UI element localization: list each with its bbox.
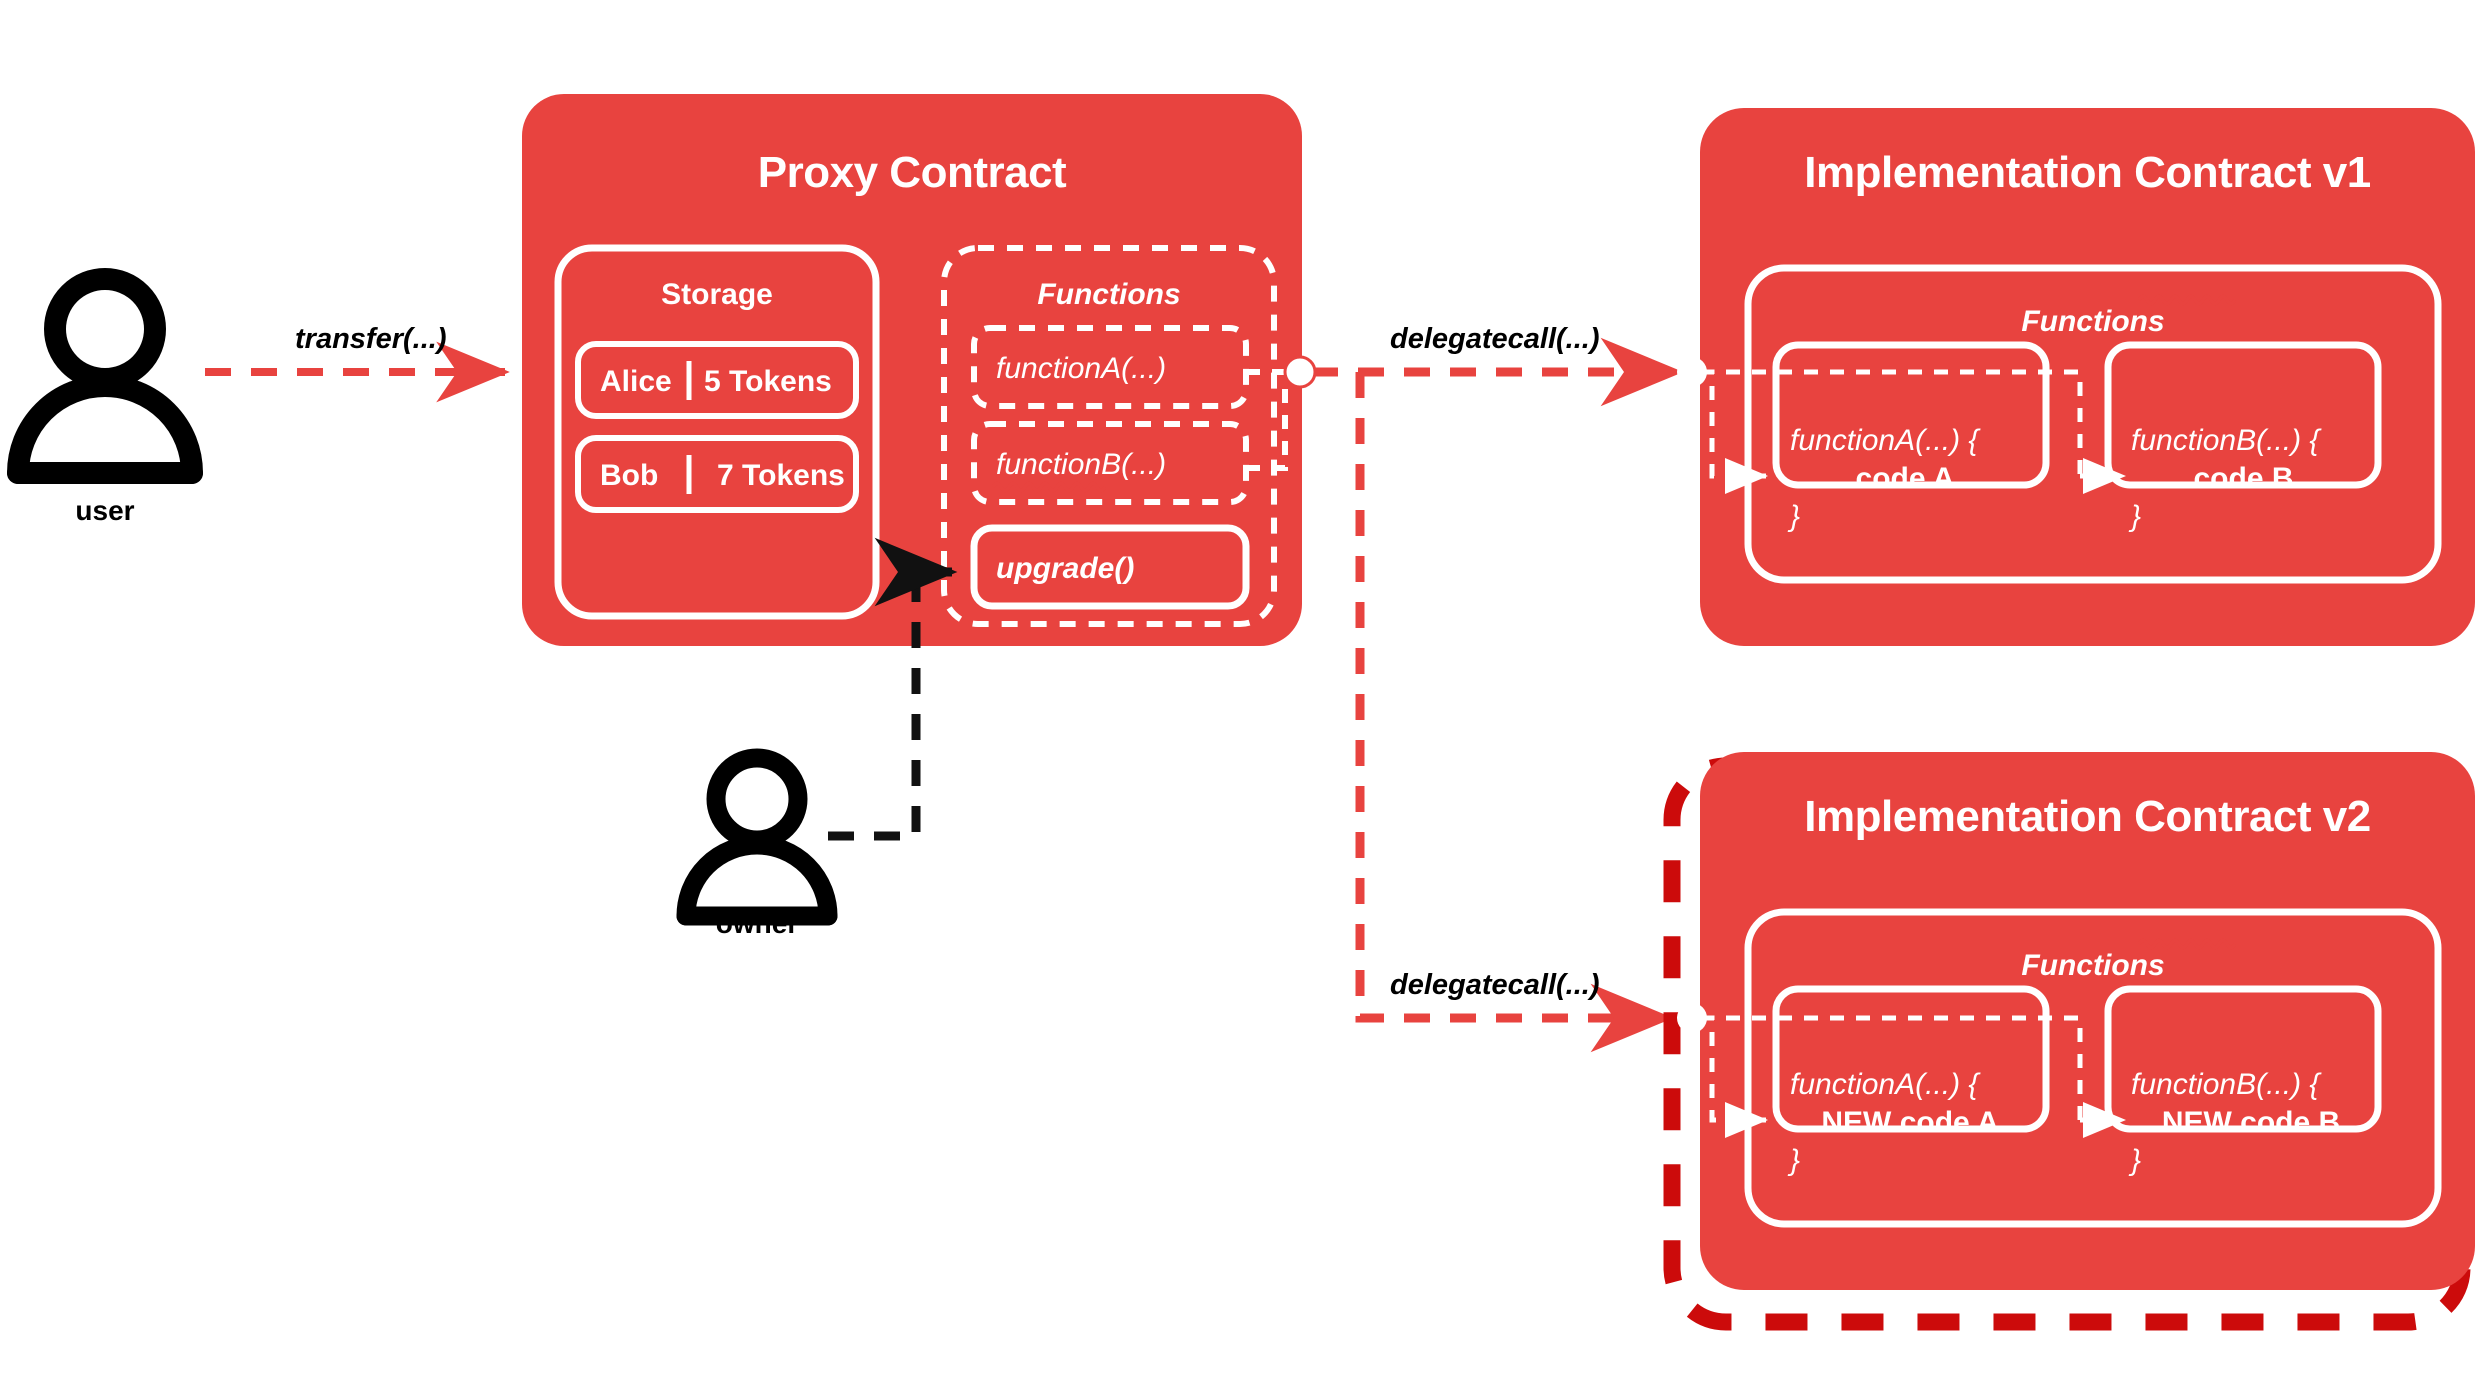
impl-v1-functions-panel	[1744, 264, 2442, 584]
impl-v2-functions-panel	[1744, 908, 2442, 1228]
proxy-function-box-0	[971, 325, 1249, 409]
edge-owner-upgrade	[828, 537, 958, 841]
storage-row-box-0	[575, 341, 859, 419]
spellcheck-squiggle-group	[991, 294, 2237, 950]
storage-panel	[554, 244, 880, 620]
proxy-contract-block[interactable]	[522, 94, 1302, 646]
impl-v1-block[interactable]	[1677, 108, 2475, 646]
impl-v1-function-box-1	[2104, 341, 2382, 489]
storage-row-box-1	[575, 435, 859, 513]
impl-v2-function-box-1	[2104, 985, 2382, 1133]
connector-dot-proxy	[1283, 355, 1317, 389]
impl-v2-function-box-0	[1772, 985, 2050, 1133]
impl-v1-function-box-0	[1772, 341, 2050, 489]
edge-delegatecall-group	[1283, 337, 1684, 1053]
proxy-functions-panel	[941, 245, 1277, 627]
proxy-function-box-2	[970, 524, 1250, 610]
proxy-function-box-1	[971, 421, 1249, 505]
impl-v2-block[interactable]	[1663, 752, 2475, 1331]
connector-dot-impl-v2	[1677, 1003, 1707, 1033]
person-icon-user	[7, 268, 203, 484]
connector-dot-impl-v1	[1677, 357, 1707, 387]
person-icon-owner	[676, 748, 838, 926]
